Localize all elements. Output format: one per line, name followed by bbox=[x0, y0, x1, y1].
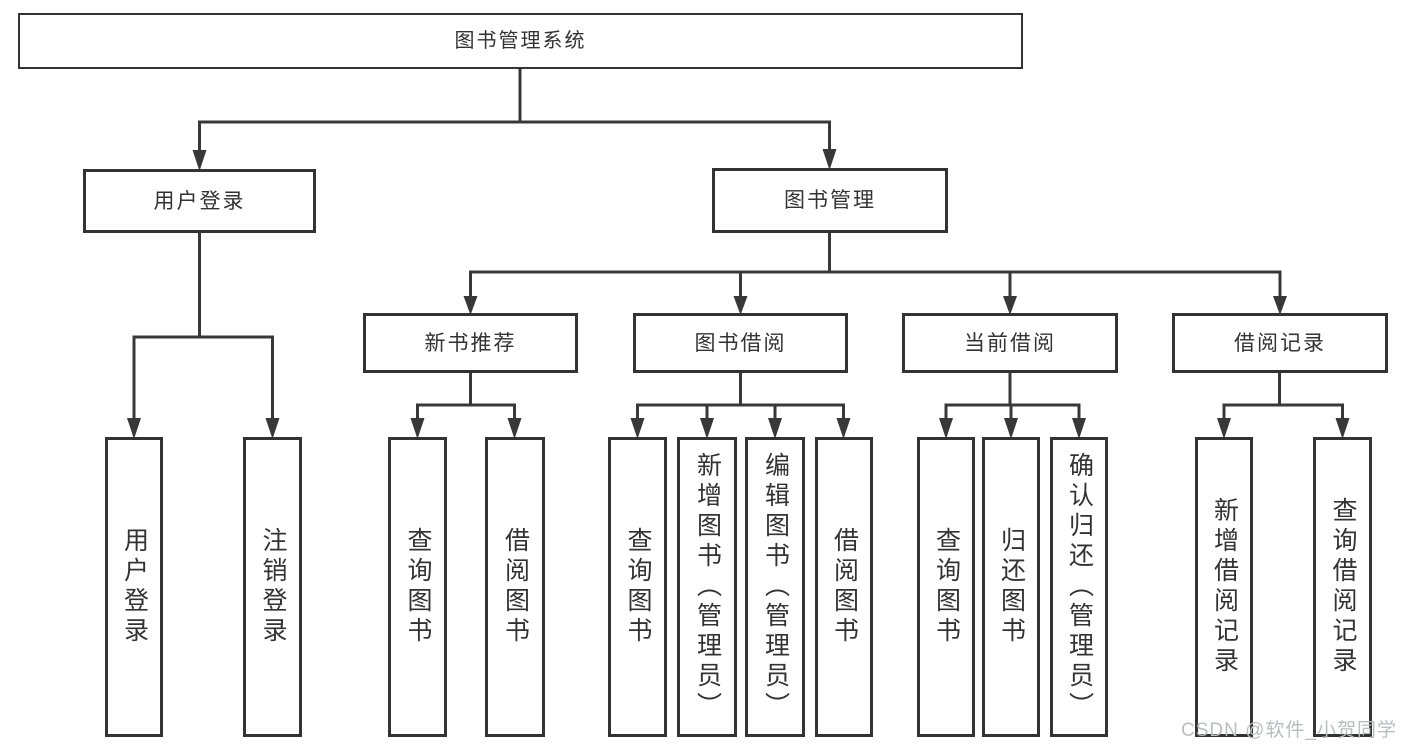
leaf-add-books-admin: 新增图书（管理员） bbox=[677, 437, 737, 737]
leaf-query-books-new: 查询图书 bbox=[388, 437, 447, 737]
leaf-borrow-books: 借阅图书 bbox=[815, 437, 873, 737]
csdn-watermark: CSDN @软件_小贺同学 bbox=[1181, 720, 1397, 741]
leaf-confirm-return-admin: 确认归还（管理员） bbox=[1050, 437, 1108, 737]
leaf-query-books-current: 查询图书 bbox=[917, 437, 975, 737]
node-root-library-management-system: 图书管理系统 bbox=[18, 13, 1023, 69]
leaf-edit-books-admin: 编辑图书（管理员） bbox=[745, 437, 805, 737]
leaf-query-books-borrowing: 查询图书 bbox=[608, 437, 667, 737]
leaf-user-login: 用户登录 bbox=[105, 437, 163, 737]
leaf-add-borrow-record: 新增借阅记录 bbox=[1195, 437, 1253, 737]
leaf-borrow-books-new: 借阅图书 bbox=[485, 437, 545, 737]
arrowhead-group bbox=[127, 149, 1350, 439]
node-borrowing-records: 借阅记录 bbox=[1172, 313, 1388, 373]
leaf-logout: 注销登录 bbox=[243, 437, 302, 737]
node-book-management-branch: 图书管理 bbox=[712, 168, 948, 233]
leaf-return-books: 归还图书 bbox=[982, 437, 1040, 737]
node-user-login-branch: 用户登录 bbox=[83, 169, 316, 233]
node-book-borrowing: 图书借阅 bbox=[633, 313, 848, 373]
node-new-book-recommend: 新书推荐 bbox=[363, 313, 578, 373]
node-current-borrowing: 当前借阅 bbox=[902, 313, 1118, 373]
leaf-query-borrow-record: 查询借阅记录 bbox=[1313, 437, 1372, 737]
